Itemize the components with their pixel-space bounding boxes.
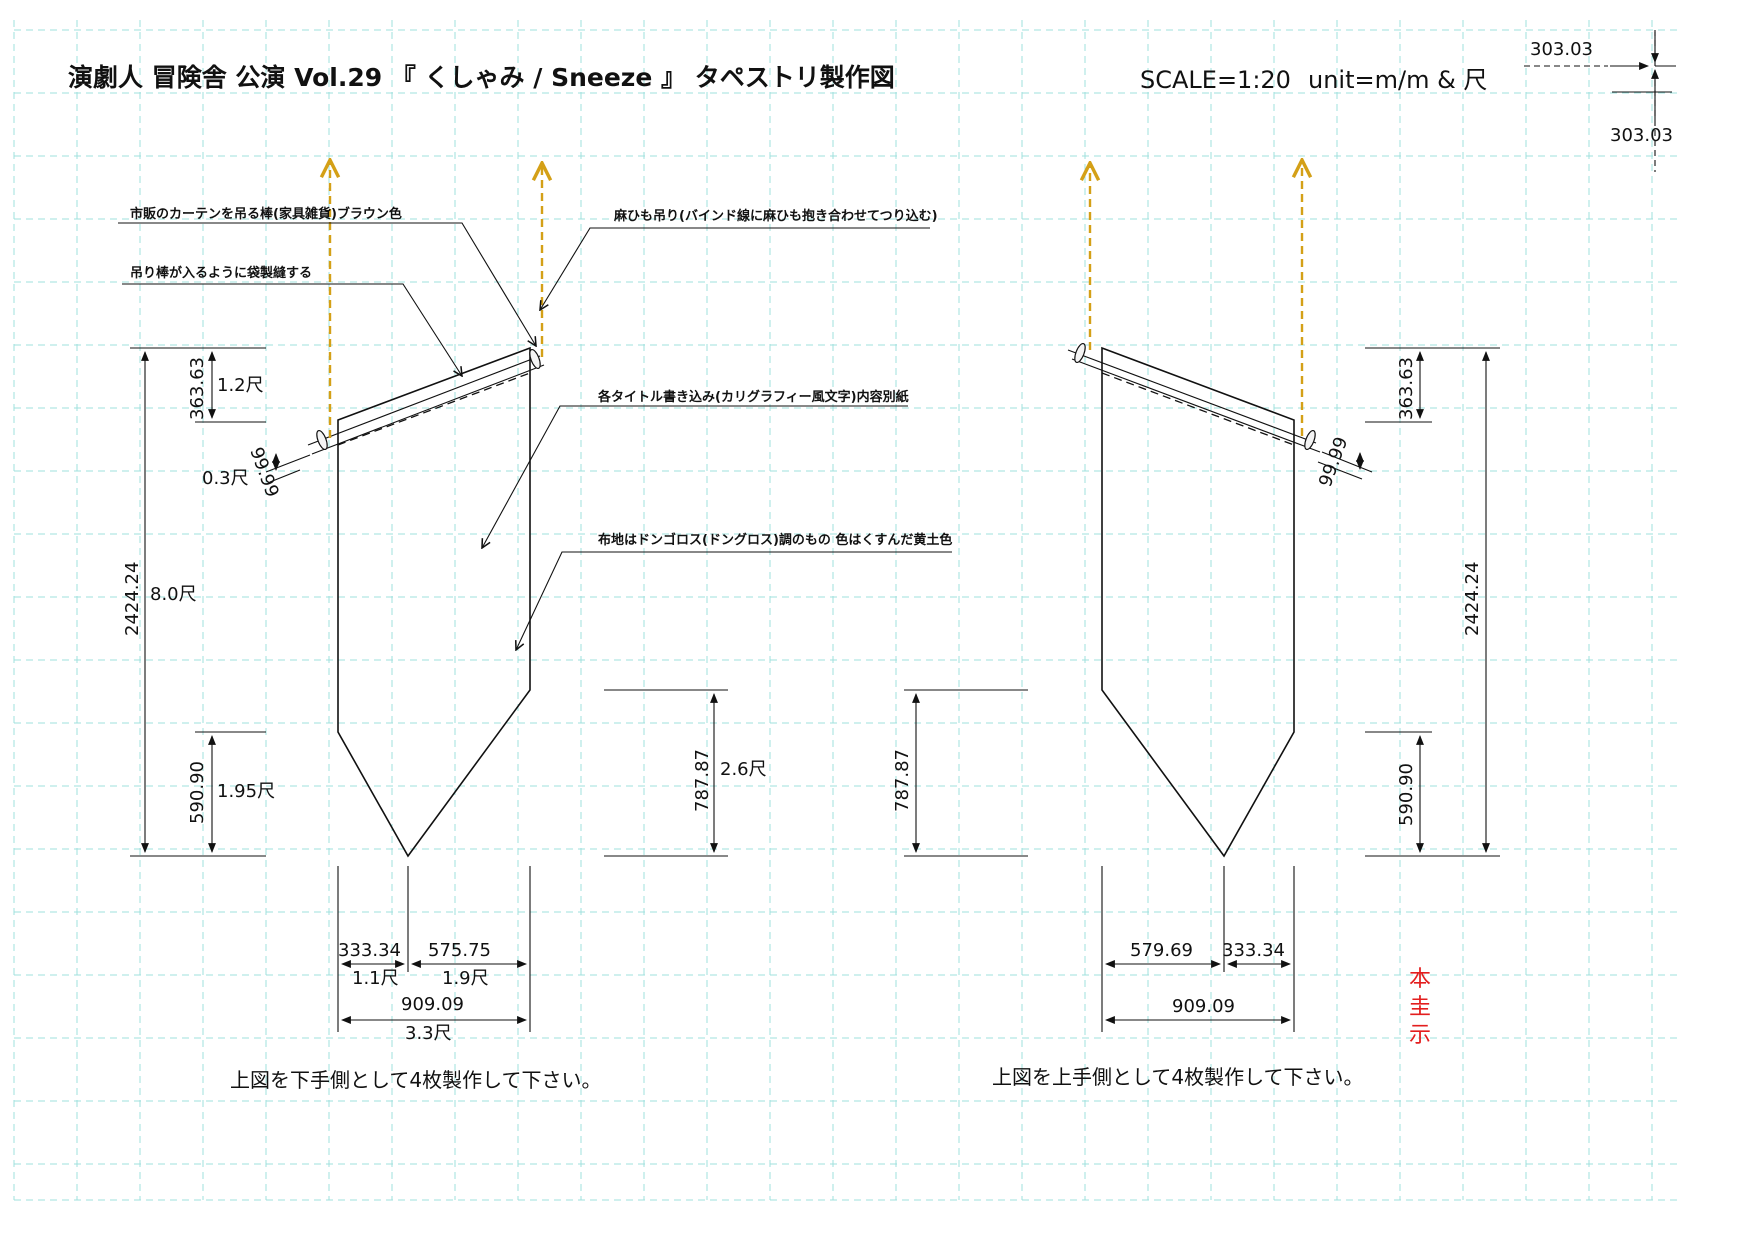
left-rod-dia: 99.99 bbox=[245, 445, 282, 501]
left-rod bbox=[265, 348, 545, 483]
right-rod bbox=[1067, 342, 1373, 480]
left-point-height-shaku: 1.95尺 bbox=[217, 781, 275, 802]
right-dimensions: 2424.24 363.63 590.90 99.99 787.87 579.6… bbox=[892, 347, 1500, 1032]
left-width-left: 333.34 bbox=[338, 940, 401, 961]
unit-label: unit=m/m & 尺 bbox=[1308, 66, 1487, 94]
note-fabric: 布地はドンゴロス(ドングロス)調のもの 色はくすんだ黄土色 bbox=[598, 532, 952, 548]
grid-spacing-legend: 303.03 303.03 bbox=[1524, 30, 1676, 172]
stamp: 本 圭 示 bbox=[1409, 967, 1431, 1048]
left-width-total-shaku: 3.3尺 bbox=[405, 1023, 452, 1044]
left-mid-height-shaku: 2.6尺 bbox=[720, 759, 767, 780]
left-notes: 市販のカーテンを吊る棒(家具雑貨)ブラウン色 吊り棒が入るように袋製縫する 麻ひ… bbox=[118, 206, 952, 650]
left-top-slope-shaku: 1.2尺 bbox=[217, 375, 264, 396]
grid bbox=[13, 20, 1680, 1201]
right-top-slope: 363.63 bbox=[1396, 357, 1417, 420]
left-point-height: 590.90 bbox=[187, 761, 208, 824]
scale-label: SCALE=1:20 bbox=[1140, 66, 1291, 94]
left-total-height: 2424.24 bbox=[122, 562, 143, 636]
left-width-left-shaku: 1.1尺 bbox=[352, 968, 399, 989]
note-sleeve: 吊り棒が入るように袋製縫する bbox=[130, 265, 312, 281]
note-hemp: 麻ひも吊り(バインド線に麻ひも抱き合わせてつり込む) bbox=[613, 208, 938, 224]
right-width-total: 909.09 bbox=[1172, 996, 1235, 1017]
stamp-char-1: 本 bbox=[1409, 967, 1431, 992]
left-rod-dia-shaku: 0.3尺 bbox=[202, 468, 249, 489]
left-width-right-shaku: 1.9尺 bbox=[442, 968, 489, 989]
grid-spacing-top: 303.03 bbox=[1530, 39, 1593, 60]
left-dimensions: 2424.24 8.0尺 363.63 1.2尺 590.90 1.95尺 99… bbox=[122, 347, 767, 1044]
right-instruction: 上図を上手側として4枚製作して下さい。 bbox=[992, 1065, 1364, 1089]
right-width-left: 579.69 bbox=[1130, 940, 1193, 961]
left-total-height-shaku: 8.0尺 bbox=[150, 584, 197, 605]
left-instruction: 上図を下手側として4枚製作して下さい。 bbox=[230, 1068, 602, 1092]
right-tapestry bbox=[1101, 346, 1295, 858]
note-rod: 市販のカーテンを吊る棒(家具雑貨)ブラウン色 bbox=[130, 206, 402, 222]
grid-spacing-bottom: 303.03 bbox=[1610, 125, 1673, 146]
right-width-right: 333.34 bbox=[1222, 940, 1285, 961]
stamp-char-3: 示 bbox=[1409, 1023, 1431, 1048]
stamp-char-2: 圭 bbox=[1409, 995, 1431, 1020]
note-title-text: 各タイトル書き込み(カリグラフィー風文字)内容別紙 bbox=[597, 389, 909, 405]
left-top-slope: 363.63 bbox=[187, 357, 208, 420]
right-point-height: 590.90 bbox=[1396, 763, 1417, 826]
left-tapestry bbox=[337, 346, 531, 858]
right-total-height: 2424.24 bbox=[1462, 562, 1483, 636]
left-width-total: 909.09 bbox=[401, 994, 464, 1015]
drawing-title: 演劇人 冒険舎 公演 Vol.29 『 くしゃみ / Sneeze 』 タペスト… bbox=[68, 63, 895, 92]
left-mid-height: 787.87 bbox=[692, 749, 713, 812]
right-mid-height: 787.87 bbox=[892, 749, 913, 812]
left-width-right: 575.75 bbox=[428, 940, 491, 961]
